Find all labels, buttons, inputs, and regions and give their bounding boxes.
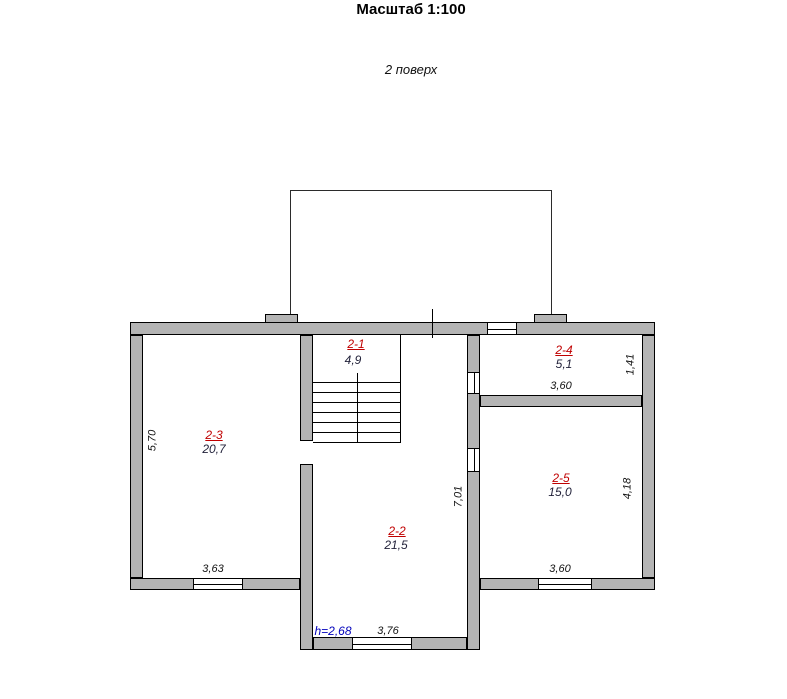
floor-label: 2 поверх [384, 62, 438, 77]
dim-room-2-5-depth: 4,18 [621, 477, 634, 500]
room-2-3-label: 2-3 [205, 428, 223, 442]
wall-between-2-4-2-5 [480, 395, 642, 407]
room-2-1-label: 2-1 [347, 337, 365, 351]
stair-treads [313, 373, 400, 443]
room-2-5-label: 2-5 [552, 471, 570, 485]
dim-room-2-3-height: 5,70 [146, 429, 159, 452]
room-2-4-label: 2-4 [555, 343, 573, 357]
stair-flight-divider [357, 373, 358, 443]
balcony-outline [290, 190, 552, 324]
dim-room-2-3-width: 3,63 [202, 563, 224, 575]
dim-room-2-2-depth: 7,01 [452, 485, 465, 508]
room-2-3-area: 20,7 [202, 442, 226, 456]
window-top-room-2-4 [487, 322, 517, 335]
staircase [313, 335, 401, 443]
opening-2-2-to-2-5 [467, 448, 480, 472]
door-opening-2-3 [300, 440, 313, 465]
room-2-2-label: 2-2 [388, 524, 406, 538]
room-2-4-area: 5,1 [555, 357, 573, 371]
dim-room-2-4-width: 3,60 [550, 380, 572, 392]
wall-tick-mark [432, 309, 433, 338]
ceiling-height-note: h=2,68 [314, 624, 352, 638]
wall-left [130, 335, 143, 578]
dim-room-2-2-width: 3,76 [377, 625, 399, 637]
pilaster-left [265, 314, 298, 323]
wall-interior-right [467, 335, 480, 650]
wall-right [642, 335, 655, 578]
room-2-5-area: 15,0 [548, 485, 572, 499]
window-bottom-room-2-2 [352, 637, 412, 650]
window-bottom-room-2-3 [193, 578, 243, 590]
room-2-1-area: 4,9 [344, 353, 362, 367]
dim-room-2-5-width: 3,60 [549, 563, 571, 575]
pilaster-right [534, 314, 567, 323]
wall-top [130, 322, 655, 335]
wall-interior-left [300, 335, 313, 650]
opening-hall-to-2-4 [467, 372, 480, 394]
plan-title: Масштаб 1:100 [356, 1, 466, 18]
dim-room-2-4-depth: 1,41 [624, 353, 637, 376]
window-bottom-room-2-5 [538, 578, 592, 590]
room-2-2-area: 21,5 [384, 538, 408, 552]
